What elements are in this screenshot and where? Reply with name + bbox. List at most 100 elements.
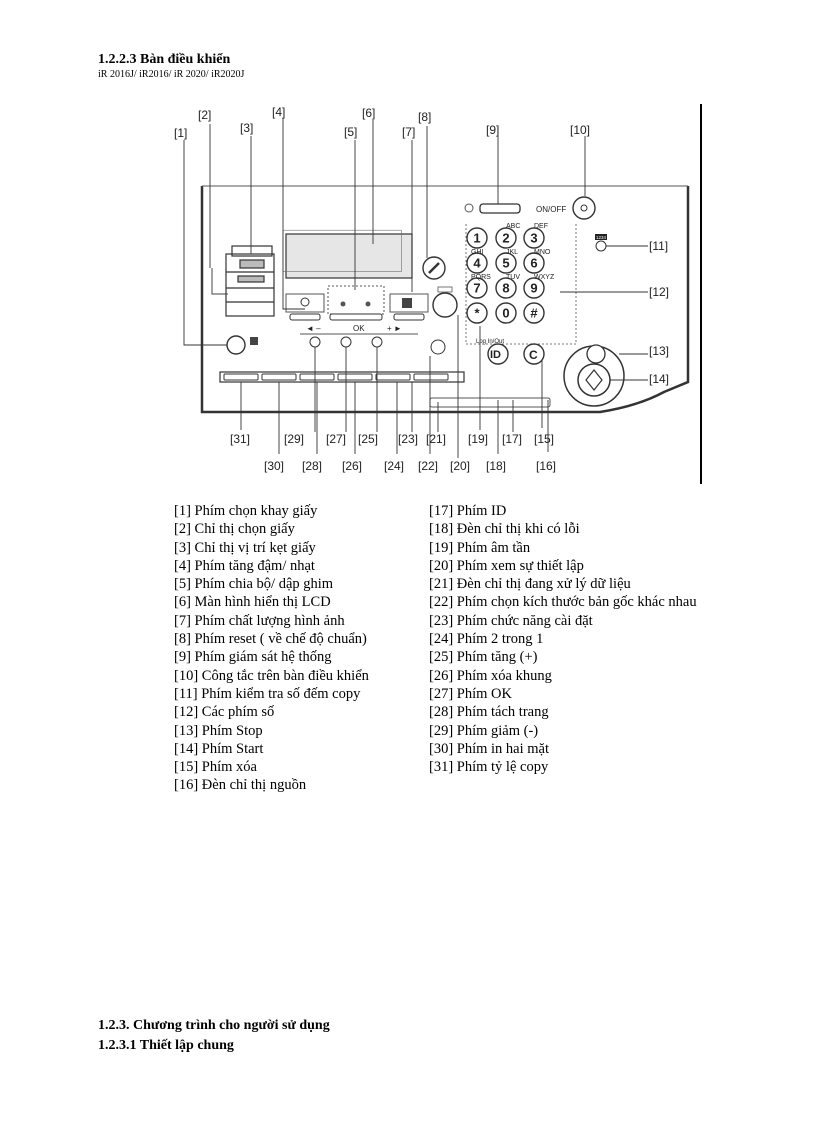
image-quality-area xyxy=(389,293,429,313)
legend-item: [23] Phím chức năng cài đặt xyxy=(429,612,593,629)
keypad-key-11[interactable] xyxy=(523,302,545,324)
start-key[interactable] xyxy=(577,363,611,397)
different-size-originals-key[interactable] xyxy=(413,373,449,381)
legend-item: [10] Công tắc trên bàn điều khiển xyxy=(174,667,369,684)
legend-item: [26] Phím xóa khung xyxy=(429,667,552,684)
legend-item: [24] Phím 2 trong 1 xyxy=(429,631,544,648)
id-key-label: ID xyxy=(490,349,501,361)
keypad-key-label-2: 3 xyxy=(530,231,537,246)
keypad-key-3[interactable] xyxy=(466,252,488,274)
legend-item: [4] Phím tăng đậm/ nhạt xyxy=(174,557,315,574)
keypad-key-2[interactable] xyxy=(523,227,545,249)
callout-28: [28] xyxy=(302,459,322,473)
section-heading: 1.2.2.3 Bàn điều khiển xyxy=(98,52,231,67)
clear-key[interactable] xyxy=(523,343,545,365)
keypad-key-9[interactable] xyxy=(466,302,488,324)
sort-led xyxy=(340,301,346,307)
function-key-strip xyxy=(219,371,465,383)
legend-item: [22] Phím chọn kích thước bản gốc khác n… xyxy=(429,594,697,611)
ratio-key[interactable] xyxy=(223,373,259,381)
onoff-switch[interactable] xyxy=(572,196,596,220)
letters-abc: ABC xyxy=(506,223,520,230)
callout-3: [3] xyxy=(240,121,253,135)
letters-ghi: GHI xyxy=(471,249,484,256)
callout-5: [5] xyxy=(344,125,357,139)
keypad-key-label-3: 4 xyxy=(473,256,481,271)
keypad-key-4[interactable] xyxy=(495,252,517,274)
keypad-key-label-11: # xyxy=(530,306,538,321)
two-in-one-key[interactable] xyxy=(375,373,411,381)
leader-lines xyxy=(183,118,648,458)
keypad-key-label-10: 0 xyxy=(502,306,509,321)
callout-26: [26] xyxy=(342,459,362,473)
plus-label: + ► xyxy=(387,324,402,333)
keypad-key-6[interactable] xyxy=(466,277,488,299)
onoff-label: ON/OFF xyxy=(536,205,566,214)
model-subheading: iR 2016J/ iR2016/ iR 2020/ iR2020J xyxy=(98,69,245,80)
letters-def: DEF xyxy=(534,223,548,230)
callout-1: [1] xyxy=(174,126,187,140)
keypad-key-1[interactable] xyxy=(495,227,517,249)
letters-pqrs: PQRS xyxy=(471,274,491,281)
legend-item: [3] Chỉ thị vị trí kẹt giấy xyxy=(174,539,316,556)
callout-10: [10] xyxy=(570,123,590,137)
frame-erase-key[interactable] xyxy=(337,373,373,381)
legend-item: [29] Phím giảm (-) xyxy=(429,722,539,739)
callout-2: [2] xyxy=(198,108,211,122)
keypad-key-label-8: 9 xyxy=(530,281,537,296)
legend-item: [2] Chỉ thị chọn giấy xyxy=(174,521,295,538)
id-key[interactable] xyxy=(487,343,509,365)
callout-7: [7] xyxy=(402,125,415,139)
callout-19: [19] xyxy=(468,432,488,446)
plus-key[interactable] xyxy=(371,336,383,348)
callout-14: [14] xyxy=(649,372,669,386)
settings-view-key[interactable] xyxy=(432,292,458,318)
legend-item: [9] Phím giám sát hệ thống xyxy=(174,649,332,666)
panel-outline xyxy=(200,186,690,414)
image-quality-key[interactable] xyxy=(393,313,425,321)
power-icon xyxy=(580,204,588,212)
settings-view-icon xyxy=(437,286,453,293)
stop-key[interactable] xyxy=(586,344,606,364)
keypad-key-10[interactable] xyxy=(495,302,517,324)
legend-item: [6] Màn hình hiển thị LCD xyxy=(174,594,331,611)
keypad-key-5[interactable] xyxy=(523,252,545,274)
legend-item: [28] Phím tách trang xyxy=(429,704,549,721)
legend-item: [16] Đèn chỉ thị nguồn xyxy=(174,777,307,794)
sort-staple-area xyxy=(327,285,385,315)
page-separation-key[interactable] xyxy=(299,373,335,381)
staple-led xyxy=(365,301,371,307)
legend-item: [25] Phím tăng (+) xyxy=(429,649,538,666)
legend-item: [20] Phím xem sự thiết lập xyxy=(429,557,584,574)
duplex-key[interactable] xyxy=(261,373,297,381)
legend-item: [31] Phím tỷ lệ copy xyxy=(429,759,549,776)
letters-mno: MNO xyxy=(534,249,551,256)
callout-29: [29] xyxy=(284,432,304,446)
callout-15: [15] xyxy=(534,432,554,446)
density-key[interactable] xyxy=(289,313,321,321)
ok-key[interactable] xyxy=(340,336,352,348)
callout-18: [18] xyxy=(486,459,506,473)
keypad-key-0[interactable] xyxy=(466,227,488,249)
letters-jkl: JKL xyxy=(506,249,518,256)
callout-20: [20] xyxy=(450,459,470,473)
counter-check-key[interactable] xyxy=(595,240,607,252)
image-quality-icon xyxy=(402,298,412,308)
callout-9: [9] xyxy=(486,123,499,137)
keypad-key-label-5: 6 xyxy=(530,256,537,271)
function-key[interactable] xyxy=(430,339,446,355)
density-key-area xyxy=(285,293,325,313)
callout-13: [13] xyxy=(649,344,669,358)
keypad-key-8[interactable] xyxy=(523,277,545,299)
paper-select-key[interactable] xyxy=(226,335,246,355)
sort-staple-key[interactable] xyxy=(329,313,383,321)
minus-key[interactable] xyxy=(309,336,321,348)
keypad-key-7[interactable] xyxy=(495,277,517,299)
callout-11: [11] xyxy=(649,239,668,253)
monitor-icon xyxy=(464,203,474,213)
system-monitor-key[interactable] xyxy=(479,203,521,214)
letters-wxyz: WXYZ xyxy=(534,274,555,281)
keypad-key-label-1: 2 xyxy=(502,231,509,246)
callout-22: [22] xyxy=(418,459,438,473)
